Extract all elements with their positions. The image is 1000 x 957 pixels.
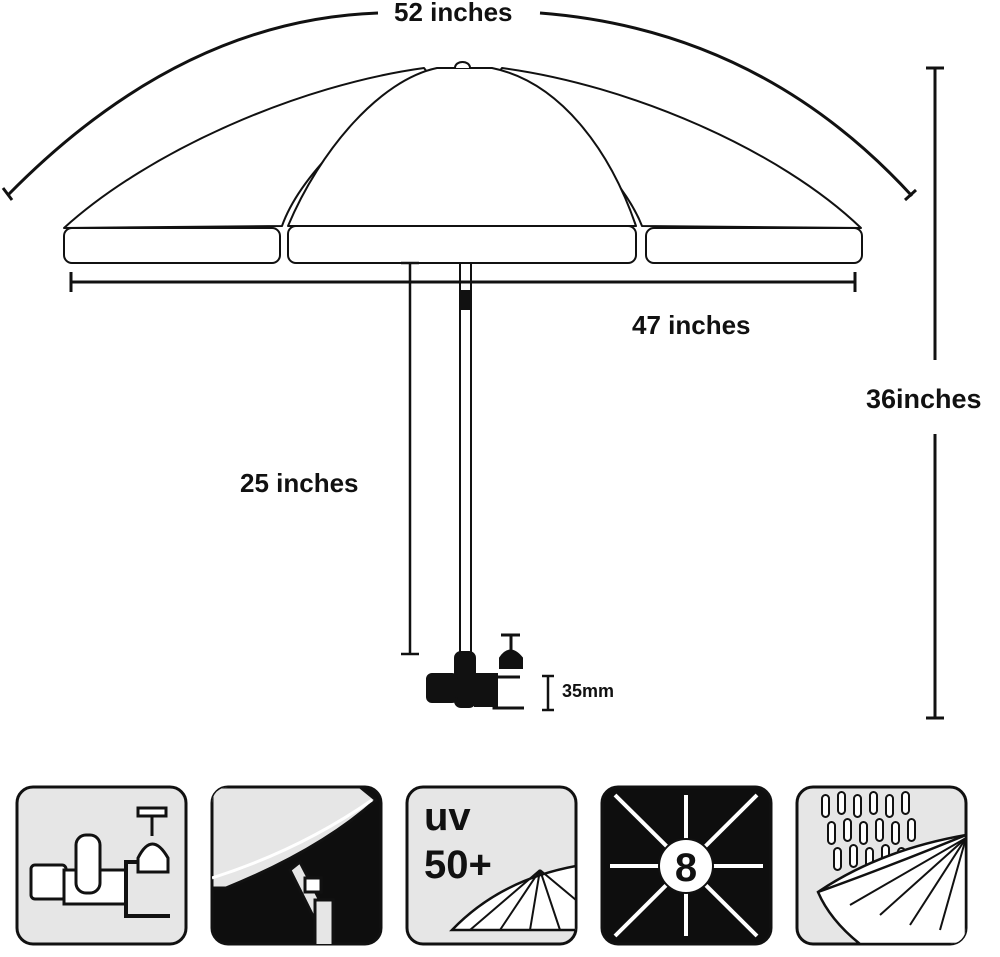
clamp-size-label: 35mm	[562, 681, 615, 702]
uv-text: uv	[424, 795, 471, 839]
eight-ribs-icon: 8	[600, 785, 773, 946]
umbrella-clamp	[426, 633, 524, 710]
waterproof-icon	[795, 785, 968, 946]
canopy-arc-label: 52 inches	[388, 0, 519, 28]
uv-level-text: 50+	[424, 843, 492, 887]
umbrella-canopy	[63, 61, 863, 264]
total-height-label: 36inches	[866, 384, 982, 415]
uv-protection-icon: uv 50+	[405, 785, 578, 946]
tilt-joint-icon	[210, 785, 383, 946]
clamp-icon	[15, 785, 188, 946]
rib-count-text: 8	[675, 846, 697, 890]
rain-drops	[821, 791, 916, 871]
dimension-lines	[1, 11, 944, 720]
umbrella-pole	[459, 262, 472, 664]
canopy-width-label: 47 inches	[632, 310, 751, 341]
pole-length-label: 25 inches	[240, 468, 359, 499]
